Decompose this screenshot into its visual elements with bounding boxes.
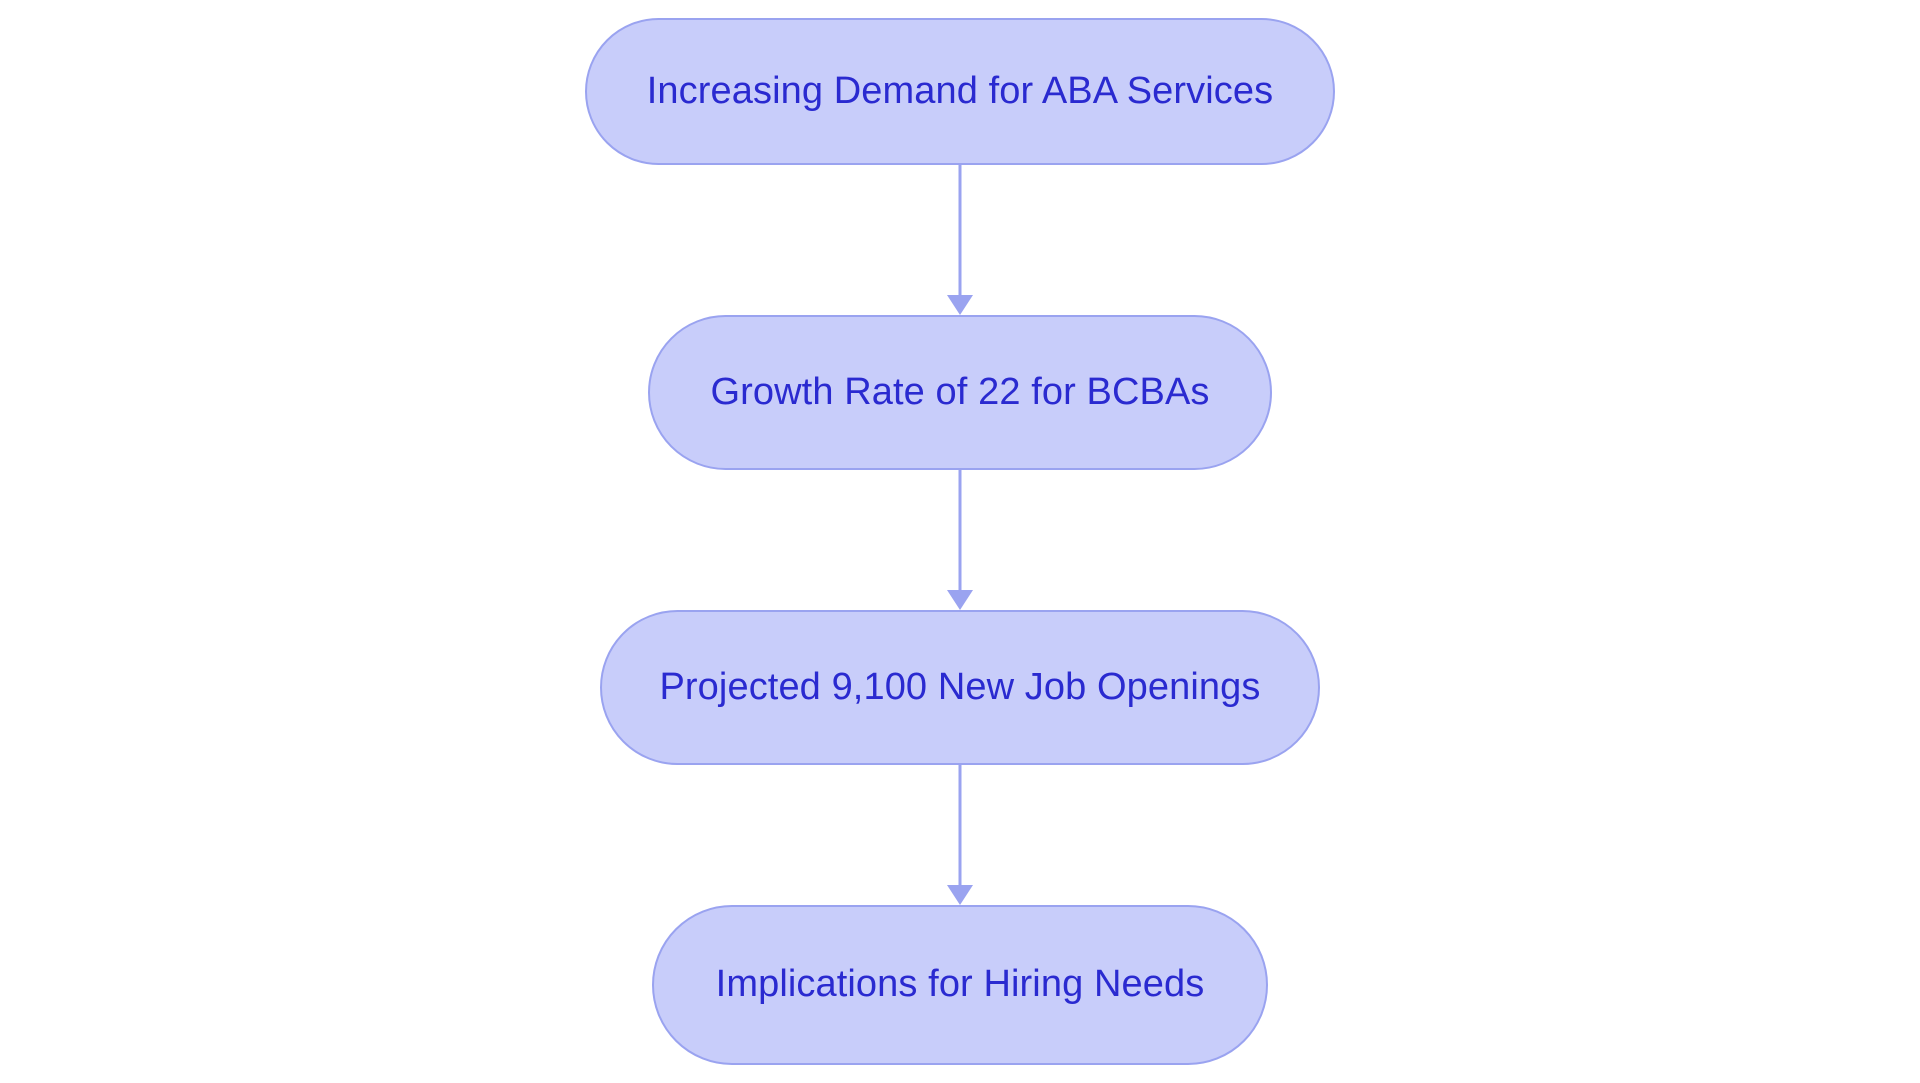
flow-node-increasing-demand[interactable]: Increasing Demand for ABA Services <box>585 18 1335 165</box>
flow-node-hiring-implications[interactable]: Implications for Hiring Needs <box>652 905 1268 1065</box>
edge-line <box>958 165 962 295</box>
flow-node-label: Implications for Hiring Needs <box>715 963 1205 1006</box>
flow-edge-3-arrow <box>946 765 974 905</box>
flow-node-label: Projected 9,100 New Job Openings <box>659 665 1261 708</box>
flow-edge-2-arrow <box>946 470 974 610</box>
flow-edge-1-arrow <box>946 165 974 315</box>
arrowhead-down-icon <box>947 295 973 315</box>
edge-line <box>958 765 962 885</box>
flow-node-label: Increasing Demand for ABA Services <box>646 69 1274 112</box>
arrowhead-down-icon <box>947 590 973 610</box>
edge-line <box>958 470 962 590</box>
flow-node-label: Growth Rate of 22 for BCBAs <box>710 370 1210 413</box>
flow-node-projected-openings[interactable]: Projected 9,100 New Job Openings <box>600 610 1320 765</box>
arrowhead-down-icon <box>947 885 973 905</box>
flow-node-growth-rate[interactable]: Growth Rate of 22 for BCBAs <box>648 315 1272 470</box>
